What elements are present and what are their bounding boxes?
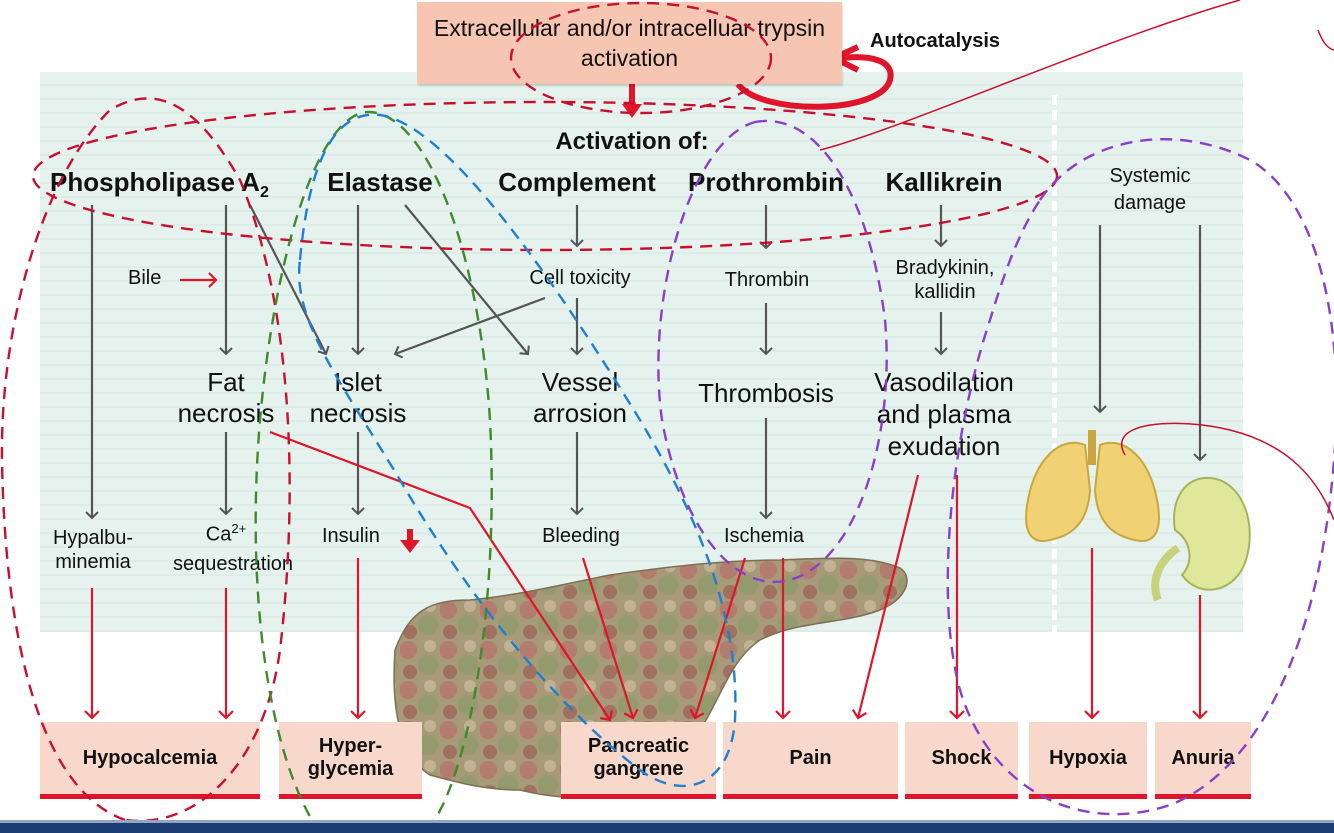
thrombosis-label: Thrombosis bbox=[698, 378, 834, 408]
phospholipase-text: Phospholipase A bbox=[50, 167, 260, 197]
bile-label: Bile bbox=[128, 267, 162, 289]
ca-label: Ca2+ bbox=[206, 522, 246, 545]
hypalbuminemia-label: Hypalbu- minemia bbox=[52, 527, 134, 573]
phospholipase-subscript: 2 bbox=[259, 184, 269, 202]
autocatalysis-label: Autocatalysis bbox=[870, 30, 1001, 52]
enzyme-prothrombin: Prothrombin bbox=[688, 167, 844, 197]
enzyme-complement: Complement bbox=[498, 167, 656, 197]
trypsin-activation-box: Extracellular and/or intracelluar trypsi… bbox=[417, 2, 842, 84]
outcome-pain: Pain bbox=[723, 722, 898, 799]
cell-toxicity-label: Cell toxicity bbox=[529, 267, 631, 289]
activation-title: Activation of: bbox=[555, 128, 709, 155]
ca-superscript: 2+ bbox=[231, 521, 247, 536]
annotation-red-pen-mark bbox=[1317, 29, 1334, 51]
annotation-red-activation-ellipse bbox=[31, 100, 1059, 252]
annotation-red-pen-curl bbox=[1121, 422, 1334, 521]
insulin-label: Insulin bbox=[322, 525, 380, 547]
bleeding-label: Bleeding bbox=[542, 525, 620, 547]
annotation-red-trypsin-ellipse bbox=[509, 1, 773, 115]
kidney-icon bbox=[1151, 476, 1251, 602]
annotation-green-loop bbox=[254, 110, 493, 833]
annotation-purple-center-loop bbox=[657, 119, 888, 583]
footer-bar bbox=[0, 820, 1334, 833]
outcome-hyperglycemia: Hyper- glycemia bbox=[279, 722, 422, 799]
annotation-red-pen-line-top bbox=[819, 0, 1241, 151]
outcome-hypoxia: Hypoxia bbox=[1029, 722, 1147, 799]
sequestration-label: sequestration bbox=[172, 553, 294, 575]
enzyme-elastase: Elastase bbox=[327, 167, 433, 197]
outcome-hypocalcemia: Hypocalcemia bbox=[40, 722, 260, 799]
outcome-pancreatic-gangrene: Pancreatic gangrene bbox=[561, 722, 716, 799]
ca-text: Ca bbox=[205, 523, 232, 546]
bradykinin-label: Bradykinin, kallidin bbox=[895, 257, 995, 303]
enzyme-kallikrein: Kallikrein bbox=[885, 167, 1003, 197]
lungs-icon bbox=[1025, 430, 1160, 542]
fat-necrosis-label: Fat necrosis bbox=[177, 367, 275, 429]
annotation-blue-loop bbox=[297, 113, 737, 788]
enzyme-phospholipase: Phospholipase A2 bbox=[50, 169, 269, 201]
annotation-purple-right-loop bbox=[946, 138, 1334, 816]
systemic-separator bbox=[1052, 95, 1057, 635]
thrombin-label: Thrombin bbox=[724, 269, 810, 291]
vessel-arrosion-label: Vessel arrosion bbox=[533, 367, 627, 429]
vasodilation-label: Vasodilation and plasma exudation bbox=[874, 367, 1014, 461]
ischemia-label: Ischemia bbox=[723, 525, 805, 547]
trypsin-activation-label: Extracellular and/or intracelluar trypsi… bbox=[433, 15, 826, 71]
systemic-damage: Systemic damage bbox=[1109, 165, 1191, 214]
annotation-red-left-loop bbox=[0, 97, 291, 823]
